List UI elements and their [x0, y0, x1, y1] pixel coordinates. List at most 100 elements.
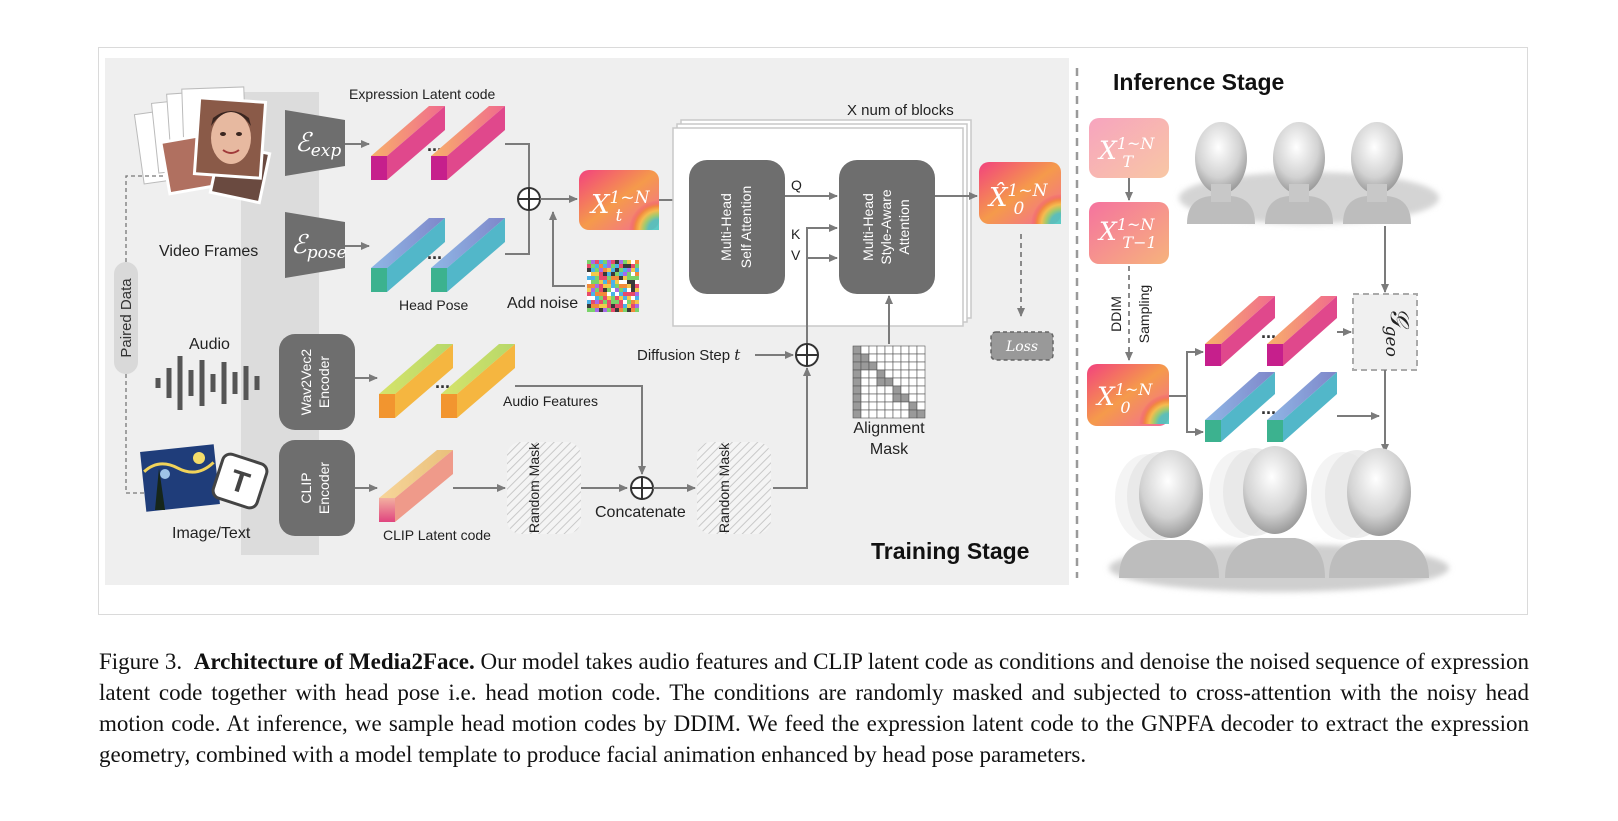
add-noise-label: Add noise [507, 295, 578, 312]
q-label: Q [791, 177, 802, 193]
svg-text:Wav2Vec2: Wav2Vec2 [298, 349, 314, 416]
num-blocks-label: X num of blocks [847, 102, 954, 119]
svg-text:Attention: Attention [896, 199, 912, 254]
pose-merge-path [505, 210, 530, 255]
audio-feature-block-1 [379, 344, 453, 418]
svg-text:X̂1~N0: X̂1~N0 [987, 181, 1049, 219]
svg-text:X1~Nt: X1~Nt [589, 188, 651, 226]
clip-encoder: CLIP Encoder [279, 440, 355, 536]
clip-latent-block [379, 450, 453, 522]
concatenate-label: Concatenate [595, 504, 686, 521]
x0-split-path-lower [1186, 396, 1204, 436]
svg-text:Random Mask: Random Mask [526, 442, 542, 533]
svg-text:Multi-Head: Multi-Head [718, 193, 734, 261]
audio-dots: ... [435, 372, 450, 392]
svg-text:Self Attention: Self Attention [738, 186, 754, 269]
svg-text:Encoder: Encoder [316, 462, 332, 514]
concatenate-node [630, 476, 654, 500]
noise-patch [587, 260, 639, 312]
svg-text:Style-Aware: Style-Aware [878, 189, 894, 264]
exp-encoder: ℰexp [285, 110, 345, 176]
inference-stage-title: Inference Stage [1113, 69, 1284, 95]
head-pose-block-1 [371, 218, 445, 292]
inf-pose-block-1 [1205, 372, 1275, 442]
wav2vec2-encoder: Wav2Vec2 Encoder [279, 334, 355, 430]
random-mask-1: Random Mask [507, 442, 581, 534]
paired-data-connector-top [125, 175, 163, 262]
v-label: V [791, 247, 801, 263]
svg-text:Encoder: Encoder [316, 356, 332, 408]
alignment-mask-label-1: Alignment [853, 420, 925, 437]
figure-caption: Figure 3. Architecture of Media2Face. Ou… [99, 646, 1529, 770]
output-head-1 [1115, 450, 1219, 578]
svg-text:X1~NT−1: X1~NT−1 [1097, 215, 1157, 252]
output-head-3 [1311, 448, 1429, 578]
svg-text:Loss: Loss [1005, 339, 1038, 355]
head-pose-dots: ... [427, 243, 442, 263]
template-head-3 [1343, 122, 1411, 224]
svg-text:ℰexp: ℰexp [295, 128, 341, 161]
caption-title: Architecture of Media2Face. [193, 649, 475, 674]
k-label: K [791, 226, 801, 242]
expression-latent-block-1 [371, 106, 445, 180]
head-pose-block-2 [431, 218, 505, 292]
style-aware-attention-block: Multi-Head Style-Aware Attention [839, 160, 935, 294]
noise-arrow [549, 211, 585, 287]
output-head-2 [1209, 446, 1325, 578]
svg-text:ℰpose: ℰpose [291, 230, 347, 263]
caption-body: Our model takes audio features and CLIP … [99, 649, 1530, 767]
expression-latent-label: Expression Latent code [349, 86, 496, 102]
paired-data-label: Paired Data [118, 278, 135, 358]
template-head-1 [1187, 122, 1255, 224]
inf-exp-block-1 [1205, 296, 1275, 366]
video-frames-label: Video Frames [159, 243, 258, 260]
k-arrow [806, 224, 838, 348]
image-text-label: Image/Text [172, 525, 251, 542]
svg-text:Random Mask: Random Mask [716, 442, 732, 533]
pose-encoder: ℰpose [285, 212, 347, 278]
svg-text:CLIP: CLIP [298, 472, 314, 503]
geo-decoder-box: 𝒢geo [1352, 293, 1418, 371]
sampling-label: Sampling [1136, 285, 1152, 343]
sum-node-2 [795, 343, 819, 367]
inf-exp-dots: ... [1261, 322, 1276, 342]
training-stage-title: Training Stage [871, 538, 1029, 564]
inf-exp-block-2 [1267, 296, 1337, 366]
x0-split-path [1169, 348, 1204, 397]
diffusion-step-label: Diffusion Step t [637, 346, 741, 364]
mask-to-sum-arrow [773, 367, 811, 489]
inf-pose-dots: ... [1261, 398, 1276, 418]
loss-box: Loss [990, 331, 1054, 361]
audio-feature-block-2 [441, 344, 515, 418]
expression-latent-block-2 [431, 106, 505, 180]
caption-prefix: Figure 3. [99, 649, 183, 674]
self-attention-block: Multi-Head Self Attention [689, 160, 785, 294]
svg-text:X1~NT: X1~NT [1097, 134, 1155, 171]
svg-text:X1~N0: X1~N0 [1095, 380, 1153, 417]
head-pose-label: Head Pose [399, 297, 468, 313]
paired-data-connector-bottom [125, 374, 149, 494]
text-icon: T [211, 452, 269, 510]
template-head-2 [1265, 122, 1333, 224]
ddim-label: DDIM [1108, 296, 1124, 332]
audio-label: Audio [189, 336, 230, 353]
svg-text:𝒢geo: 𝒢geo [1381, 307, 1414, 357]
paired-data-capsule [114, 262, 138, 374]
inf-pose-block-2 [1267, 372, 1337, 442]
architecture-figure: Video Frames Paired Data Audio T Image/T… [98, 47, 1528, 615]
alignment-mask-grid [852, 345, 926, 419]
svg-text:Multi-Head: Multi-Head [860, 193, 876, 261]
clip-latent-label: CLIP Latent code [383, 527, 491, 543]
exp-merge-path [505, 143, 530, 188]
audio-to-concat-arrow [515, 385, 646, 475]
audio-features-label: Audio Features [503, 393, 598, 409]
random-mask-2: Random Mask [697, 442, 771, 534]
video-frames-stack [133, 86, 272, 205]
audio-waveform-icon [155, 356, 260, 410]
starry-night-image [140, 444, 220, 512]
